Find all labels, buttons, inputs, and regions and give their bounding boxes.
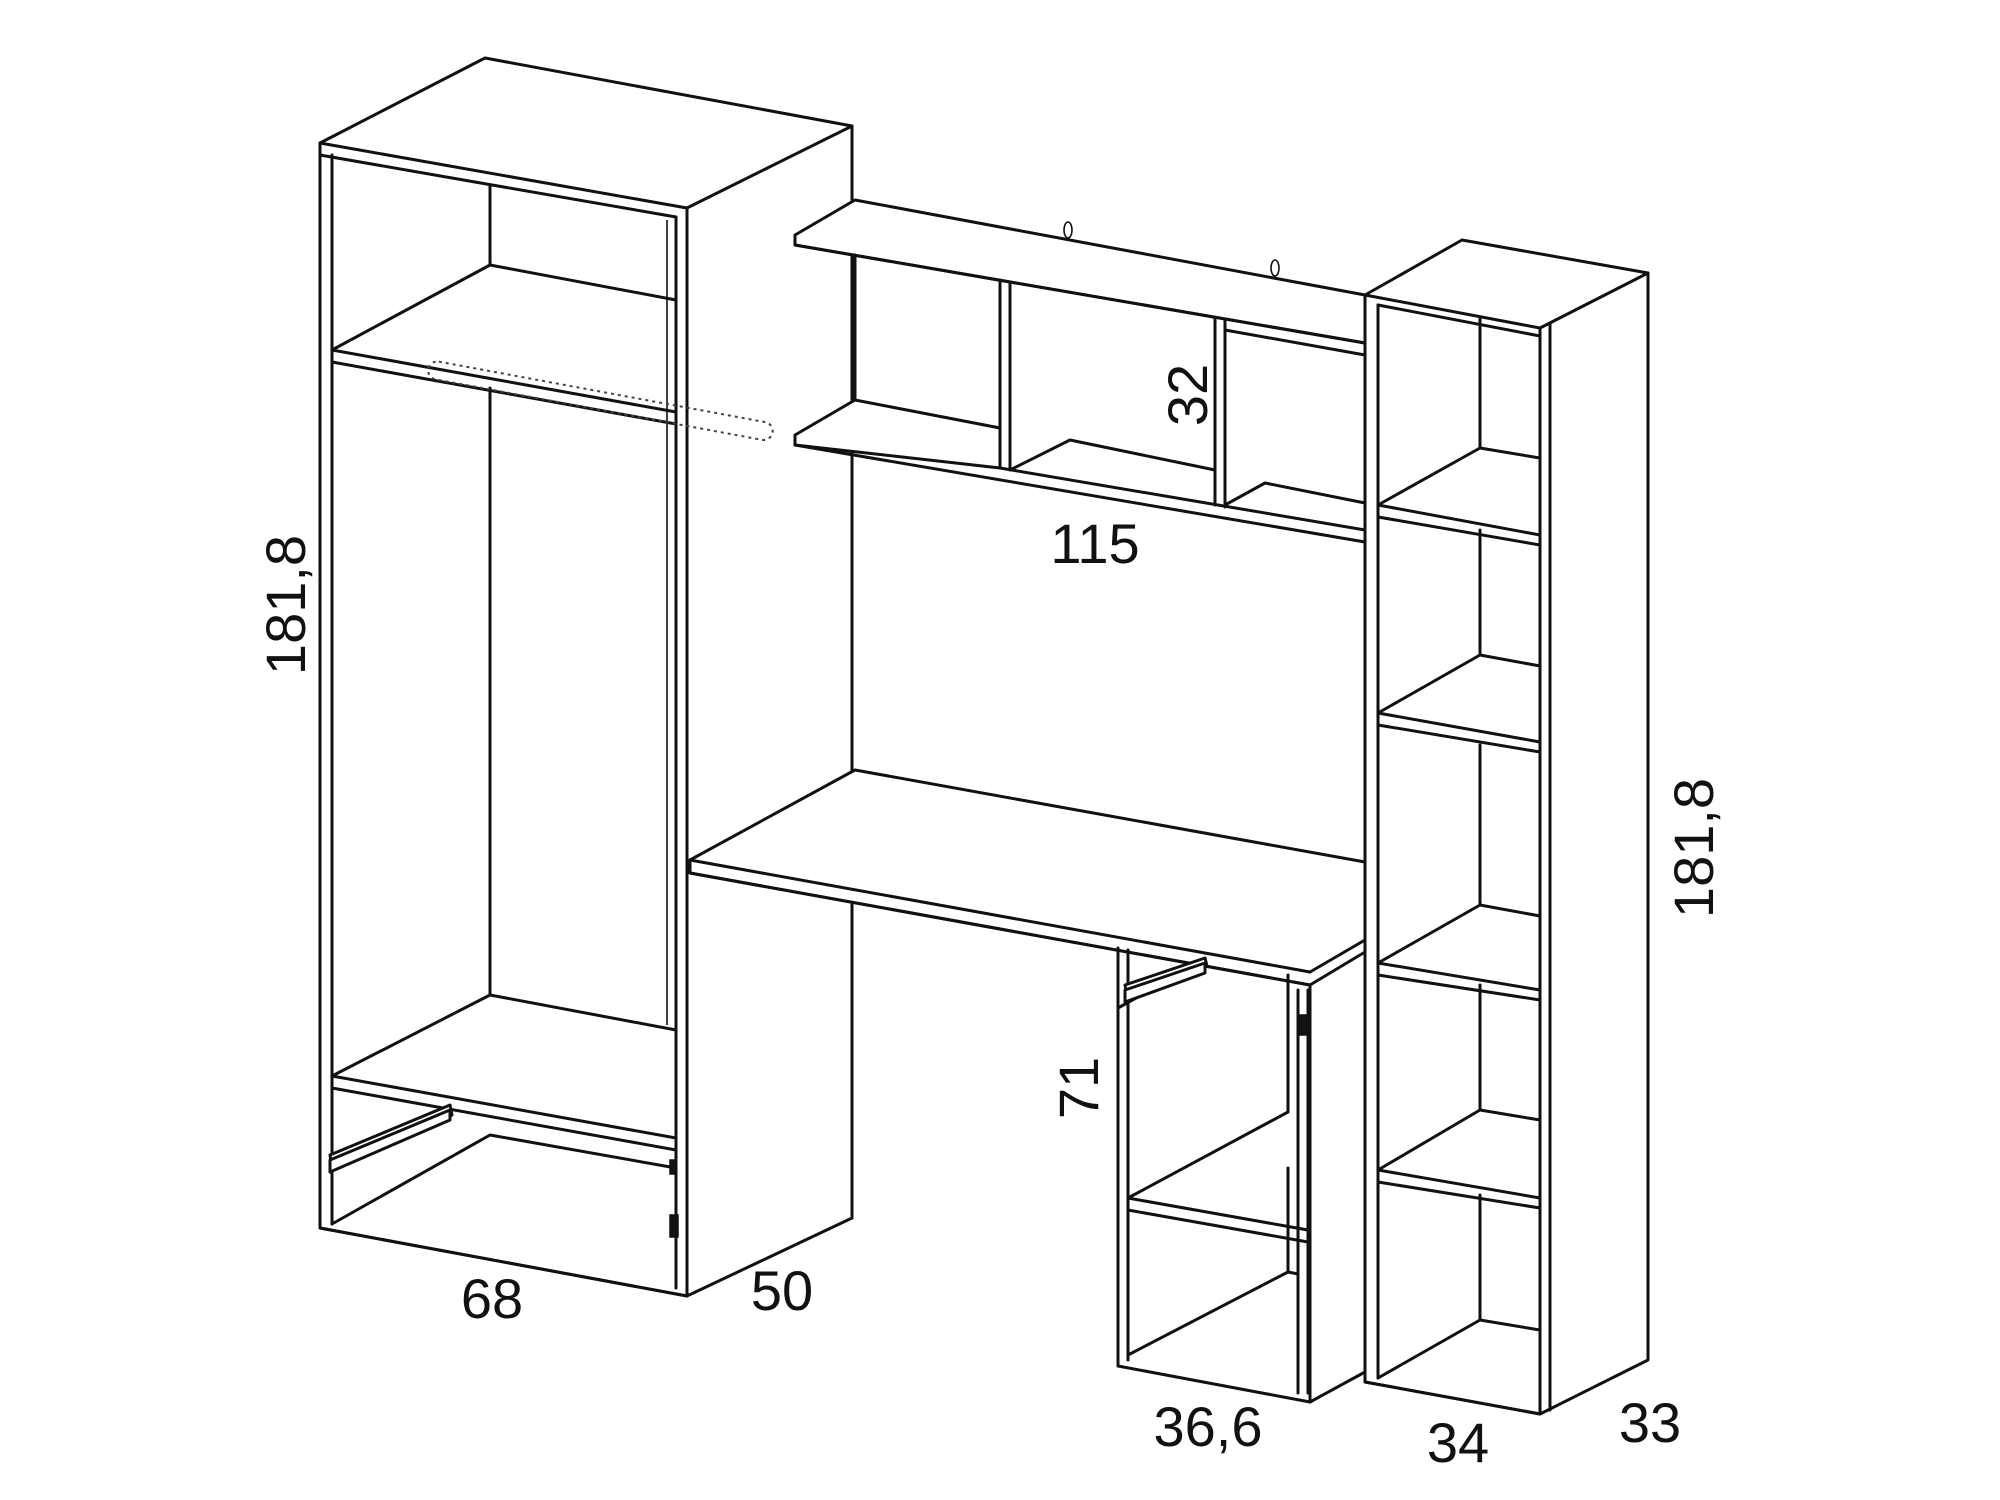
- hanging-rail: [427, 360, 774, 441]
- desk-drawer-unit: [1116, 946, 1367, 1404]
- dim-bookcase-depth: 33: [1619, 1391, 1681, 1454]
- mounting-hook-icon: [1063, 221, 1280, 277]
- dim-bookcase-height: 181,8: [1662, 778, 1725, 918]
- dim-desk-height: 71: [1047, 1057, 1110, 1119]
- dimension-labels: 181,8 68 50 115 32 71 36,6 181,8 34 33: [254, 364, 1725, 1474]
- dim-wardrobe-height: 181,8: [254, 535, 317, 675]
- dim-shelf-width: 115: [1050, 512, 1139, 575]
- bookcase-outline: [1363, 238, 1650, 1416]
- dim-desk-unit-width: 36,6: [1154, 1395, 1263, 1458]
- drawer-slide-icon: [328, 1103, 454, 1174]
- drawer-slide-icon: [1123, 956, 1209, 1004]
- dim-shelf-height: 32: [1156, 364, 1219, 426]
- shelf-top-board: [793, 198, 1367, 345]
- dim-bookcase-width: 34: [1427, 1411, 1489, 1474]
- shelf-bottom-board: [793, 398, 1002, 470]
- dim-wardrobe-width: 68: [461, 1267, 523, 1330]
- bookcase: [1363, 238, 1650, 1416]
- desk: [688, 768, 1367, 1220]
- wardrobe: [318, 56, 854, 1298]
- hinge-icon: [1299, 1014, 1307, 1036]
- hinge-icon: [669, 1214, 679, 1238]
- wardrobe-outline: [318, 56, 854, 1298]
- dim-wardrobe-depth: 50: [751, 1259, 813, 1322]
